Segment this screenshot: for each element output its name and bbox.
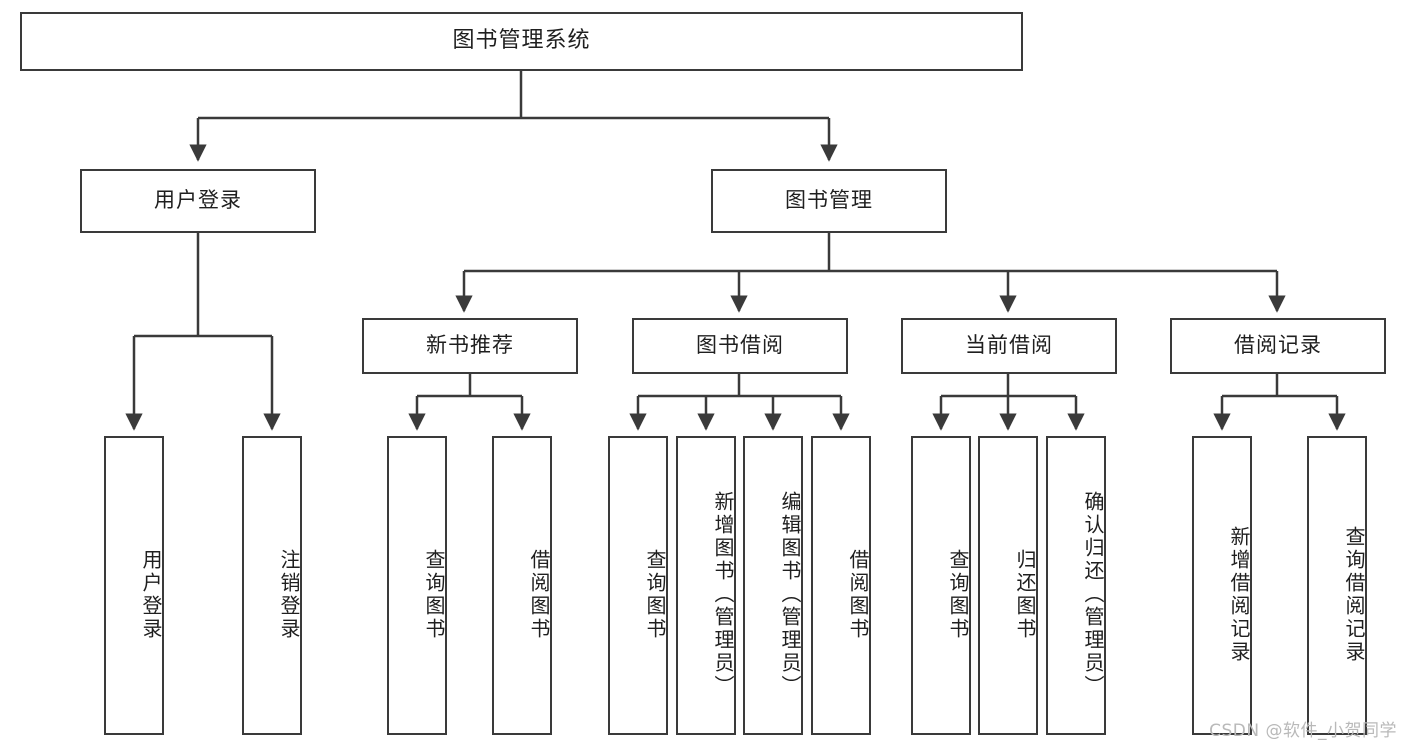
node-book-manage[interactable]: 图书管理 [711,169,947,233]
leaf-user-login[interactable]: 用户登录 [104,436,164,735]
leaf-query-book-3[interactable]: 查询图书 [911,436,971,735]
leaf-logout-login[interactable]: 注销登录 [242,436,302,735]
leaf-query-book-2[interactable]: 查询图书 [608,436,668,735]
leaf-query-borrow-record[interactable]: 查询借阅记录 [1307,436,1367,735]
node-current-borrow[interactable]: 当前借阅 [901,318,1117,374]
leaf-add-borrow-record[interactable]: 新增借阅记录 [1192,436,1252,735]
leaf-confirm-return[interactable]: 确认归还（管理员） [1046,436,1106,735]
node-borrow-record[interactable]: 借阅记录 [1170,318,1386,374]
watermark: CSDN @软件_小贺同学 [1209,721,1397,741]
leaf-edit-book[interactable]: 编辑图书（管理员） [743,436,803,735]
leaf-borrow-book-2[interactable]: 借阅图书 [811,436,871,735]
node-root[interactable]: 图书管理系统 [20,12,1023,71]
leaf-query-book-1[interactable]: 查询图书 [387,436,447,735]
leaf-return-book[interactable]: 归还图书 [978,436,1038,735]
leaf-add-book[interactable]: 新增图书（管理员） [676,436,736,735]
leaf-borrow-book-1[interactable]: 借阅图书 [492,436,552,735]
node-new-book-recommend[interactable]: 新书推荐 [362,318,578,374]
node-book-borrow[interactable]: 图书借阅 [632,318,848,374]
node-user-login[interactable]: 用户登录 [80,169,316,233]
